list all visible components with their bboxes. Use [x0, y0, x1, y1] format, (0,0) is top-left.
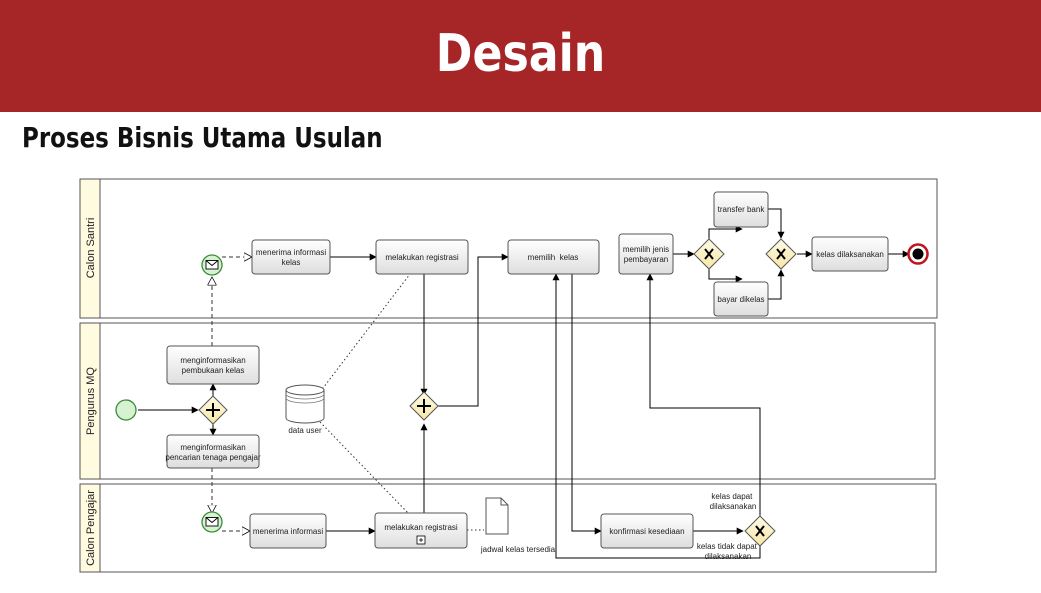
data-store-label: data user	[288, 426, 322, 435]
svg-text:bayar dikelas: bayar dikelas	[717, 295, 764, 304]
svg-text:memilih kelas: memilih kelas	[528, 253, 579, 262]
task-menerima-informasi-pengajar: menerima informasi	[249, 513, 327, 549]
svg-text:transfer bank: transfer bank	[718, 205, 766, 214]
association-datastore-registrasi-santri	[319, 273, 411, 393]
data-object-jadwal: jadwal kelas tersedia	[480, 497, 556, 554]
lane-calon-santri: Calon Santri	[79, 178, 938, 319]
end-event	[907, 243, 929, 265]
message-flows	[212, 257, 252, 531]
title-banner	[0, 0, 1041, 112]
association-datastore-registrasi-pengajar	[319, 421, 409, 514]
exclusive-gateway-payment-split	[693, 238, 725, 270]
svg-text:melakukan registrasi: melakukan registrasi	[384, 523, 458, 532]
subprocess-melakukan-registrasi-pengajar: melakukan registrasi	[374, 512, 468, 549]
task-memilih-kelas: memilih kelas	[507, 239, 600, 275]
sequence-flows	[138, 208, 910, 559]
task-konfirmasi-kesediaan: konfirmasi kesediaan	[600, 513, 694, 549]
lane-label-pengurus-mq: Pengurus MQ	[85, 367, 97, 435]
start-event-pengurus	[115, 399, 137, 421]
slide-subtitle: Proses Bisnis Utama Usulan	[22, 121, 383, 154]
svg-text:melakukan registrasi: melakukan registrasi	[385, 253, 459, 262]
lane-label-calon-pengajar: Calon Pengajar	[85, 490, 97, 566]
exclusive-gateway-konfirmasi	[744, 515, 776, 547]
subprocess-expand-icon	[416, 535, 426, 545]
flow-label-kelas-dapat: kelas dapat dilaksanakan	[710, 492, 757, 511]
parallel-gateway-join	[409, 391, 439, 421]
parallel-gateway-split	[198, 395, 228, 425]
task-bayar-dikelas: bayar dikelas	[713, 281, 769, 317]
start-event-message-santri	[201, 254, 223, 276]
svg-text:kelas dilaksanakan: kelas dilaksanakan	[816, 250, 884, 259]
envelope-icon	[205, 517, 219, 527]
svg-text:menerima informasi: menerima informasi	[253, 527, 323, 536]
task-kelas-dilaksanakan: kelas dilaksanakan	[811, 236, 889, 272]
envelope-icon	[205, 260, 219, 270]
associations	[319, 273, 484, 531]
exclusive-gateway-payment-join	[765, 238, 797, 270]
flow-label-kelas-tidak-dapat: kelas tidak dapat dilaksanakan	[697, 542, 759, 561]
slide-title: Desain	[435, 24, 606, 84]
svg-text:konfirmasi kesediaan: konfirmasi kesediaan	[609, 527, 684, 536]
data-store-data-user: data user	[285, 384, 325, 435]
data-object-label: jadwal kelas tersedia	[480, 545, 556, 554]
start-event-message-pengajar	[201, 511, 223, 533]
lane-label-calon-santri: Calon Santri	[85, 218, 97, 279]
task-melakukan-registrasi-santri: melakukan registrasi	[375, 239, 469, 275]
task-transfer-bank: transfer bank	[713, 191, 769, 228]
